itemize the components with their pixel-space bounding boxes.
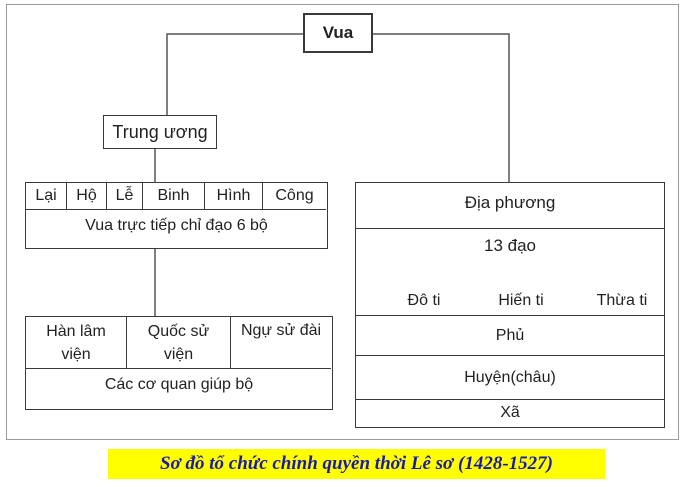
king-label: Vua	[322, 23, 354, 42]
office-hien-ti: Hiến ti	[498, 292, 544, 309]
ministry-hinh: Hình	[205, 183, 263, 210]
central-label: Trung ương	[112, 121, 208, 142]
ministry-ho: Hộ	[67, 183, 107, 210]
level-huyen: Huyện(châu)	[356, 355, 664, 399]
diagram-frame	[6, 4, 679, 440]
agency-quoc-su-vien: Quốc sử viện	[127, 317, 231, 369]
circuits-label: 13 đạo	[484, 236, 536, 255]
ministry-cong: Công	[263, 183, 326, 210]
level-xa: Xã	[356, 399, 664, 426]
ministry-le: Lễ	[107, 183, 143, 210]
agencies-note: Các cơ quan giúp bộ	[104, 376, 254, 393]
ministries-note: Vua trực tiếp chỉ đạo 6 bộ	[85, 216, 268, 234]
ministry-lai: Lại	[26, 183, 67, 210]
office-thua-ti: Thừa ti	[596, 292, 648, 309]
ministry-binh: Binh	[143, 183, 205, 210]
local-box: Địa phương 13 đạo Đô ti Hiến ti Thừa ti …	[355, 182, 665, 428]
agencies-box: Hàn lâm viện Quốc sử viện Ngự sử đài Các…	[25, 316, 333, 410]
line-king-to-central	[166, 33, 303, 118]
diagram-caption: Sơ đồ tổ chức chính quyền thời Lê sơ (14…	[108, 449, 605, 479]
local-label: Địa phương	[356, 183, 664, 229]
ministries-box: Lại Hộ Lễ Binh Hình Công Vua trực tiếp c…	[25, 182, 328, 249]
line-king-to-local	[373, 33, 510, 182]
agency-ngu-su-dai: Ngự sử đài	[231, 317, 331, 369]
central-box: Trung ương	[103, 115, 217, 149]
king-box: Vua	[303, 13, 373, 53]
agency-han-lam-vien: Hàn lâm viện	[26, 317, 127, 369]
level-phu: Phủ	[356, 315, 664, 355]
office-do-ti: Đô ti	[407, 292, 441, 309]
